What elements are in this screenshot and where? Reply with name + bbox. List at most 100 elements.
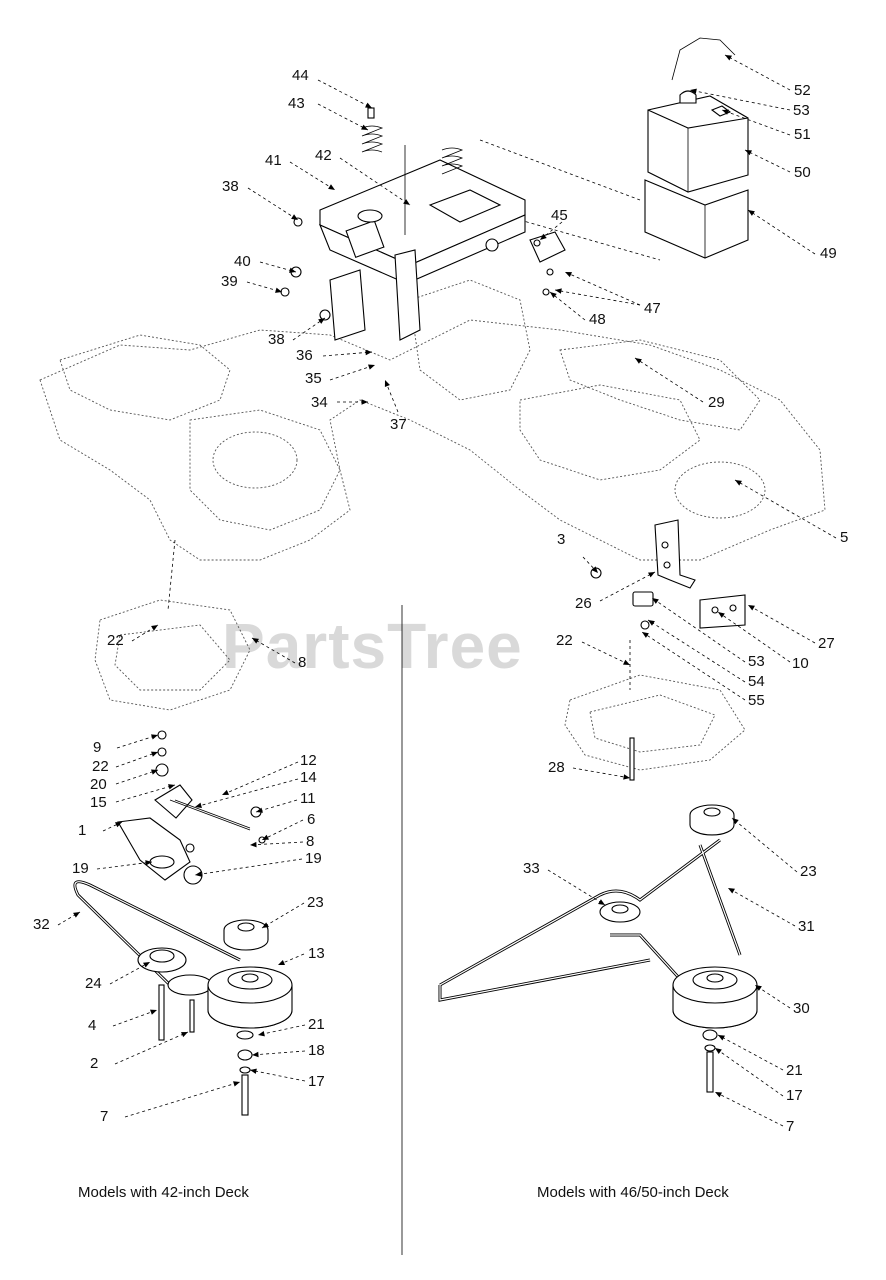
callout-31: 31 <box>798 918 815 935</box>
leader-lines <box>57 54 837 1127</box>
callout-52: 52 <box>794 82 811 99</box>
leader-arrowhead <box>555 288 562 294</box>
leader-arrowhead <box>623 659 630 665</box>
callout-51: 51 <box>794 126 811 143</box>
callout-53b: 53 <box>748 653 765 670</box>
leader-arrowhead <box>598 899 605 905</box>
leader-arrowhead <box>151 734 158 740</box>
spring-43 <box>361 107 464 175</box>
callout-22b: 22 <box>556 632 573 649</box>
callout-1: 1 <box>78 822 86 839</box>
callout-43: 43 <box>288 95 305 112</box>
leader-arrowhead <box>540 233 547 240</box>
leader-arrowhead <box>195 871 202 877</box>
callout-15: 15 <box>90 794 107 811</box>
watermark: PartsTree <box>222 610 523 682</box>
leader-line <box>721 109 791 136</box>
leader-arrowhead <box>715 1048 722 1054</box>
leader-arrowhead <box>252 1051 259 1058</box>
leader-line <box>754 984 791 1009</box>
leader-line <box>115 751 159 768</box>
callout-13: 13 <box>308 945 325 962</box>
leader-arrowhead <box>565 272 572 278</box>
callout-2: 2 <box>90 1055 98 1072</box>
leader-line <box>564 271 641 306</box>
callout-44: 44 <box>292 67 309 84</box>
leader-arrowhead <box>115 822 122 828</box>
leader-arrowhead <box>755 985 762 991</box>
callout-9: 9 <box>93 739 101 756</box>
leader-arrowhead <box>250 841 257 848</box>
leader-arrowhead <box>145 860 152 866</box>
switch-bracket-45 <box>280 217 566 321</box>
callout-55: 55 <box>748 692 765 709</box>
pulley-23-right <box>689 804 735 836</box>
callout-19b: 19 <box>305 850 322 867</box>
leader-arrowhead <box>168 784 175 790</box>
leader-line <box>247 187 299 221</box>
callout-22a: 22 <box>107 632 124 649</box>
callout-26: 26 <box>575 595 592 612</box>
callout-17b: 17 <box>786 1087 803 1104</box>
callout-50: 50 <box>794 164 811 181</box>
leader-line <box>731 817 798 873</box>
leader-arrowhead <box>623 774 630 780</box>
callout-8b: 8 <box>306 833 314 850</box>
leader-arrowhead <box>648 620 655 626</box>
leader-line <box>717 611 791 663</box>
callout-24: 24 <box>85 975 102 992</box>
belt-31 <box>438 838 742 1002</box>
leader-arrowhead <box>361 399 368 405</box>
pto-clutch-30 <box>629 737 758 1093</box>
leader-line <box>277 953 305 966</box>
leader-line <box>289 161 336 191</box>
callout-6: 6 <box>307 811 315 828</box>
leader-arrowhead <box>728 888 735 894</box>
callout-34: 34 <box>311 394 328 411</box>
leader-line <box>249 1069 306 1082</box>
callout-22c: 22 <box>92 758 109 775</box>
leader-line <box>744 149 791 173</box>
battery-tray-49 <box>644 179 749 259</box>
callout-7b: 7 <box>786 1118 794 1135</box>
leader-line <box>251 637 296 664</box>
callout-14: 14 <box>300 769 317 786</box>
bracket-27 <box>699 594 746 629</box>
callout-19a: 19 <box>72 860 89 877</box>
leader-arrowhead <box>732 818 739 825</box>
callout-18: 18 <box>308 1042 325 1059</box>
leader-arrowhead <box>250 1068 257 1074</box>
callout-42: 42 <box>315 147 332 164</box>
callout-47: 47 <box>644 300 661 317</box>
chassis-frame <box>39 139 826 771</box>
leader-arrowhead <box>635 358 642 364</box>
seat-plate-41 <box>318 145 526 341</box>
leader-arrowhead <box>256 807 263 813</box>
callout-33: 33 <box>523 860 540 877</box>
leader-arrowhead <box>745 150 752 156</box>
leader-line <box>317 79 373 109</box>
callout-30: 30 <box>793 1000 810 1017</box>
leader-line <box>647 619 746 683</box>
callout-29: 29 <box>708 394 725 411</box>
leader-line <box>116 734 159 749</box>
callout-10: 10 <box>792 655 809 672</box>
leader-arrowhead <box>151 769 158 775</box>
leader-line <box>641 631 746 701</box>
leader-arrowhead <box>718 612 725 618</box>
leader-arrowhead <box>725 55 732 61</box>
leader-arrowhead <box>143 962 150 968</box>
callout-17a: 17 <box>308 1073 325 1090</box>
leader-arrowhead <box>318 318 325 324</box>
leader-line <box>734 479 837 539</box>
callout-8a: 8 <box>298 654 306 671</box>
callout-28: 28 <box>548 759 565 776</box>
leader-arrowhead <box>195 802 202 808</box>
leader-arrowhead <box>365 349 372 356</box>
leader-arrowhead <box>328 184 335 190</box>
leader-arrowhead <box>150 1009 157 1015</box>
leader-line <box>634 357 704 403</box>
leader-line <box>581 641 631 666</box>
leader-arrowhead <box>151 751 158 757</box>
